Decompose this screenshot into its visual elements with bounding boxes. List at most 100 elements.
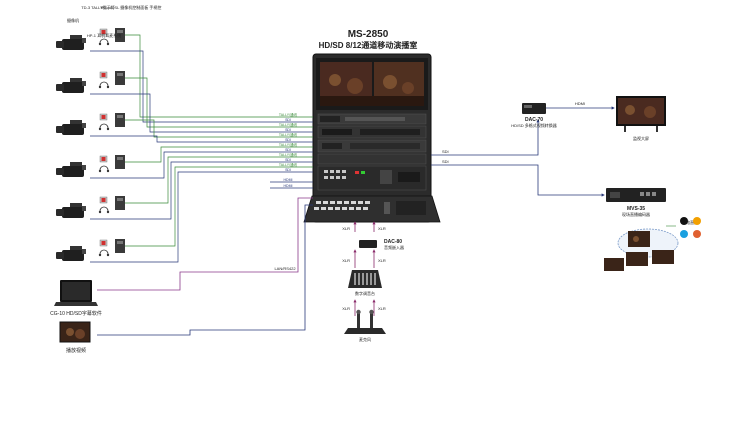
xlr-label-4: XLR xyxy=(378,258,386,263)
tiktok-icon xyxy=(680,217,688,225)
xlr-label-3: XLR xyxy=(342,258,350,263)
dac80-desc: 音频嵌入器 xyxy=(384,244,404,250)
camera-viewfinder xyxy=(82,165,86,170)
headset-ear-right xyxy=(106,42,110,46)
headset-ear-left xyxy=(98,127,102,131)
sdi-cable xyxy=(90,50,313,123)
bilibili-icon xyxy=(680,230,688,238)
rc-display xyxy=(117,198,123,201)
sdi-cable-label: SDI xyxy=(285,168,291,172)
rc-display xyxy=(117,115,123,118)
tally-label: TD-3 TALLY指示灯 xyxy=(81,4,115,10)
camera-unit-6 xyxy=(56,239,125,261)
headset-icon xyxy=(99,38,109,44)
xlr-label-5: XLR xyxy=(342,306,350,311)
tally-cable xyxy=(125,34,313,118)
monitor-label: 监视大屏 xyxy=(633,135,649,141)
xlr-label-2: XLR xyxy=(378,226,386,231)
mic-label: 麦克风 xyxy=(359,336,371,342)
headset-icon xyxy=(99,81,109,87)
headset-icon xyxy=(99,249,109,255)
streaming-cloud xyxy=(604,228,679,271)
tally-lamp xyxy=(101,198,106,202)
sdi-cable-label: SDI xyxy=(285,128,291,132)
kuaishou-icon xyxy=(693,230,701,238)
headset-icon xyxy=(99,123,109,129)
camera-handle xyxy=(70,203,82,207)
camera-viewfinder xyxy=(82,81,86,86)
mvs35-device xyxy=(606,188,666,202)
camera-unit-4 xyxy=(56,155,125,177)
camera-lens xyxy=(56,252,64,259)
hdmi-out-label: HDMI xyxy=(575,101,585,106)
headset-ear-right xyxy=(106,85,110,89)
rc-display xyxy=(117,30,123,33)
hdmi-cable-label: HDMI xyxy=(284,184,293,188)
rc-control-box xyxy=(115,239,125,253)
headset-ear-left xyxy=(98,42,102,46)
sdi-cable xyxy=(90,161,313,220)
rc-control-box xyxy=(115,196,125,210)
tally-lamp xyxy=(101,241,106,245)
sdi-cable-label: SDI xyxy=(285,148,291,152)
xlr-label-6: XLR xyxy=(378,306,386,311)
camera-handle xyxy=(70,78,82,82)
sdi-cable xyxy=(90,151,313,179)
camera-body xyxy=(62,39,84,50)
camera-handle xyxy=(70,246,82,250)
rc-control-box xyxy=(115,71,125,85)
headset-ear-left xyxy=(98,169,102,173)
tally-cable xyxy=(125,119,313,138)
ms2850-rack xyxy=(303,53,441,223)
sdi-cable-label: SDI xyxy=(285,138,291,142)
camera-handle xyxy=(70,162,82,166)
tally-cable-label: TALLY/通讯 xyxy=(279,112,298,117)
tally-lamp xyxy=(101,73,106,77)
sdi-cable-label: SDI xyxy=(285,158,291,162)
sdi-out-label-2: SDI xyxy=(442,159,449,164)
sdi-cable xyxy=(90,93,313,133)
rack-monitor-screen xyxy=(320,62,424,106)
camera-handle xyxy=(70,35,82,39)
camera-unit-5 xyxy=(56,196,125,218)
dac80-device xyxy=(359,240,377,248)
camera-viewfinder xyxy=(82,249,86,254)
tally-lamp xyxy=(101,30,106,34)
stream-label: 网络直播 xyxy=(682,219,698,225)
lan-label: LAN/RS422 xyxy=(274,266,296,271)
hdmi-cable-label: HDMI xyxy=(284,178,293,182)
lan-line xyxy=(97,197,313,291)
cg10-label: CG-10 HD/SD字幕软件 xyxy=(50,310,102,317)
mixer-label: 数字调音台 xyxy=(355,290,375,296)
rc-display xyxy=(117,157,123,160)
dac70-desc: HD/SD 多格式视频转换器 xyxy=(511,122,557,128)
camera-lens xyxy=(56,41,64,48)
rc-control-box xyxy=(115,113,125,127)
camera-lens xyxy=(56,84,64,91)
rc-control-box xyxy=(115,155,125,169)
tally-cable-label: TALLY/通讯 xyxy=(279,142,298,147)
video-playback-screen xyxy=(59,321,91,343)
rc-display xyxy=(117,73,123,76)
camera-body xyxy=(62,250,84,261)
rc-display xyxy=(117,241,123,244)
audio-mixer xyxy=(348,270,382,288)
camera-body xyxy=(62,166,84,177)
camera-body xyxy=(62,124,84,135)
headset-ear-left xyxy=(98,210,102,214)
tally-cable-label: TALLY/通讯 xyxy=(279,162,298,167)
headset-icon xyxy=(99,165,109,171)
headset-ear-right xyxy=(106,169,110,173)
camera-handle xyxy=(70,120,82,124)
camera-unit-2 xyxy=(56,71,125,93)
camera-body xyxy=(62,82,84,93)
camera-body xyxy=(62,207,84,218)
tally-cable-label: TALLY/通讯 xyxy=(279,122,298,127)
wireless-mic-set xyxy=(344,309,386,334)
rc-label: RC-100SL 摄像机控制面板 手柄控 xyxy=(101,4,162,10)
camera-viewfinder xyxy=(82,38,86,43)
big-monitor xyxy=(616,96,666,132)
sdi-cable-label: SDI xyxy=(285,118,291,122)
dac80-name: DAC-80 xyxy=(384,239,402,245)
